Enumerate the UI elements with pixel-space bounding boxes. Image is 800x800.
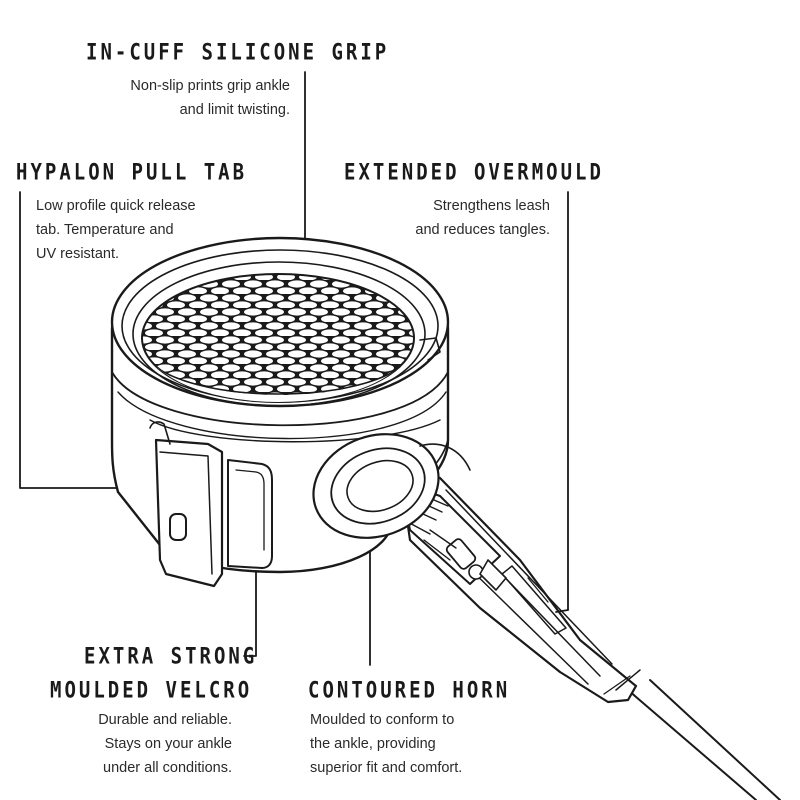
grip-description: Non-slip prints grip ankle and limit twi… [40, 74, 290, 122]
pull-tab-line-2: tab. Temperature and [36, 222, 174, 238]
callout-line-pull-tab [19, 191, 163, 489]
overmould-line-1: Strengthens leash [433, 198, 550, 214]
horn-line-3: superior fit and comfort. [310, 760, 463, 776]
velcro-line-3: under all conditions. [103, 760, 232, 776]
pull-tab-title: HYPALON PULL TAB [16, 160, 248, 186]
grip-line-1: Non-slip prints grip ankle [130, 78, 290, 94]
velcro-title-line-2: MOULDED VELCRO [50, 678, 253, 704]
horn-description: Moulded to conform to the ankle, providi… [310, 708, 550, 780]
velcro-description: Durable and reliable. Stays on your ankl… [20, 708, 232, 780]
pull-tab-line-3: UV resistant. [36, 246, 119, 262]
grip-line-2: and limit twisting. [179, 102, 290, 118]
grip-title: IN-CUFF SILICONE GRIP [86, 40, 390, 66]
contoured-horn-illustration [312, 433, 471, 539]
pull-tab-description: Low profile quick release tab. Temperatu… [36, 194, 276, 266]
pull-tab-line-1: Low profile quick release [36, 198, 196, 214]
horn-title: CONTOURED HORN [308, 678, 511, 704]
hypalon-pull-tab-illustration [149, 421, 273, 588]
velcro-title-line-1: EXTRA STRONG [84, 644, 258, 670]
horn-line-1: Moulded to conform to [310, 712, 455, 728]
velcro-line-1: Durable and reliable. [98, 712, 232, 728]
overmould-title: EXTENDED OVERMOULD [344, 160, 604, 186]
overmould-line-2: and reduces tangles. [415, 222, 550, 238]
overmould-description: Strengthens leash and reduces tangles. [310, 194, 550, 242]
velcro-line-2: Stays on your ankle [104, 736, 232, 752]
horn-line-2: the ankle, providing [310, 736, 436, 752]
